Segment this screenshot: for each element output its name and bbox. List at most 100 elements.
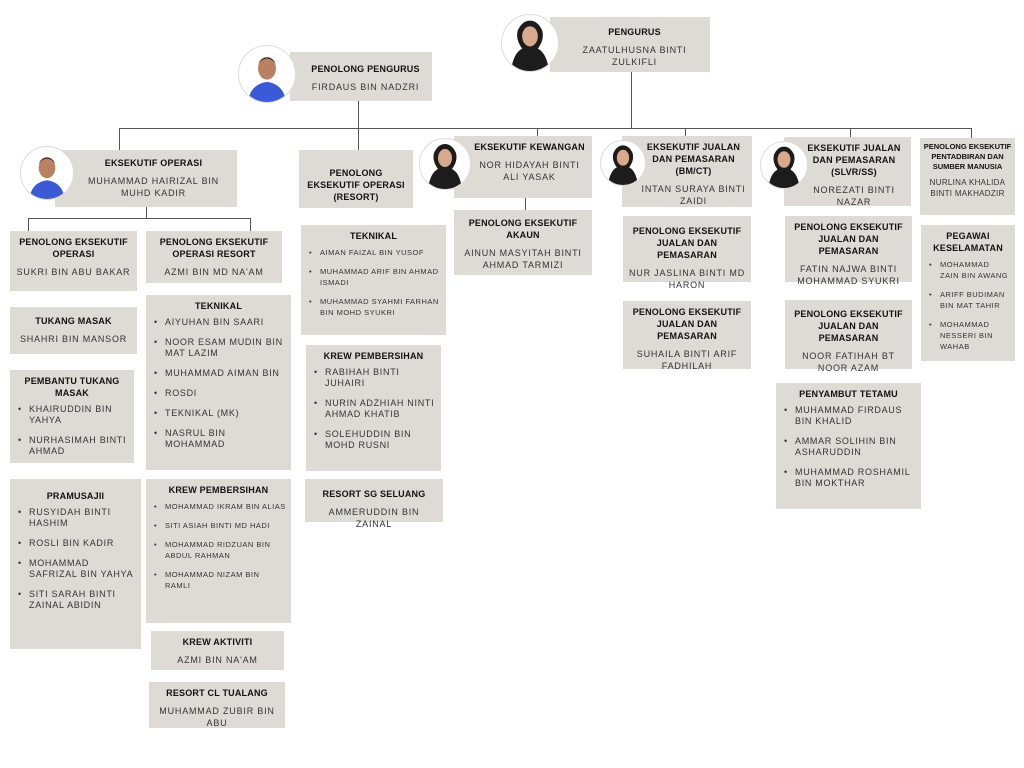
- staff-list: KHAIRUDDIN BIN YAHYA NURHASIMAH BINTI AHM…: [15, 404, 129, 457]
- list-item: ROSLI BIN KADIR: [15, 538, 136, 549]
- position-title: PENOLONG EKSEKUTIF PENTADBIRAN DAN SUMBE…: [923, 142, 1012, 171]
- list-item: MOHAMMAD ZAIN BIN AWANG: [926, 259, 1010, 281]
- list-item: SOLEHUDDIN BIN MOHD RUSNI: [311, 429, 436, 451]
- staff-photo: [600, 140, 646, 186]
- staff-list: RABIHAH BINTI JUHAIRI NURIN ADZHIAH NINTI…: [311, 367, 436, 451]
- position-title: PENOLONG EKSEKUTIF JUALAN DAN PEMASARAN: [632, 226, 742, 260]
- person-name: INTAN SURAYA BINTI ZAIDI: [641, 184, 746, 206]
- org-box-pejp-3: PENOLONG EKSEKUTIF JUALAN DAN PEMASARAN F…: [785, 216, 912, 286]
- position-title: PENOLONG EKSEKUTIF JUALAN DAN PEMASARAN: [794, 309, 903, 343]
- position-title: PEGAWAI KESELAMATAN: [933, 231, 1003, 253]
- list-item: ARIFF BUDIMAN BIN MAT TAHIR: [926, 289, 1010, 311]
- person-name: ZAATULHUSNA BINTI ZULKIFLI: [582, 45, 687, 67]
- position-title: EKSEKUTIF OPERASI: [104, 158, 203, 168]
- position-title: PENGURUS: [608, 27, 661, 37]
- list-item: RABIHAH BINTI JUHAIRI: [311, 367, 436, 389]
- org-box-resort-sg-seluang: RESORT SG SELUANG AMMERUDDIN BIN ZAINAL: [305, 479, 443, 529]
- list-item: MUHAMMAD FIRDAUS BIN KHALID: [781, 405, 916, 427]
- person-name: FIRDAUS BIN NADZRI: [311, 82, 420, 92]
- list-item: MUHAMMAD ARIF BIN AHMAD ISMADI: [306, 266, 441, 288]
- staff-list: AIMAN FAIZAL BIN YUSOF MUHAMMAD ARIF BIN …: [306, 247, 441, 318]
- org-box-teknikal-1: TEKNIKALAIYUHAN BIN SAARINOOR ESAM MUDIN…: [146, 295, 291, 470]
- org-box-krew-pembersihan-2: KREW PEMBERSIHAN RABIHAH BINTI JUHAIRI NUR…: [306, 345, 441, 471]
- staff-list: MOHAMMAD ZAIN BIN AWANG ARIFF BUDIMAN BIN…: [926, 259, 1010, 352]
- position-title: TUKANG MASAK: [35, 316, 112, 326]
- person-name: NOR HIDAYAH BINTI ALI YASAK: [479, 160, 580, 182]
- position-title: PEMBANTU TUKANG MASAK: [24, 376, 120, 398]
- position-title: TEKNIKAL: [349, 231, 398, 241]
- position-title: EKSEKUTIF KEWANGAN: [474, 142, 585, 152]
- position-title: KREW PEMBERSIHAN: [323, 351, 424, 361]
- position-title: PENOLONG PENGURUS: [311, 64, 420, 74]
- list-item: NURHASIMAH BINTI AHMAD: [15, 435, 129, 457]
- position-title: KREW AKTIVITI: [182, 637, 253, 647]
- connector-line: [28, 218, 250, 219]
- org-box-resort-cl-tualang: RESORT CL TUALANG MUHAMMAD ZUBIR BIN ABU: [149, 682, 285, 728]
- position-title: PENOLONG EKSEKUTIF JUALAN DAN PEMASARAN: [632, 307, 742, 341]
- list-item: MUHAMMAD ROSHAMIL BIN MOKTHAR: [781, 467, 916, 489]
- position-title: RESORT SG SELUANG: [322, 489, 426, 499]
- org-box-pembantu-tukang-masak: PEMBANTU TUKANG MASAK KHAIRUDDIN BIN YAHY…: [10, 370, 134, 463]
- person-name: MUHAMMAD ZUBIR BIN ABU: [159, 706, 275, 728]
- connector-line: [850, 128, 851, 137]
- list-item: KHAIRUDDIN BIN YAHYA: [15, 404, 129, 426]
- position-title: PENOLONG EKSEKUTIF OPERASI: [19, 237, 128, 259]
- position-title: PENOLONG EKSEKUTIF JUALAN DAN PEMASARAN: [794, 222, 903, 256]
- list-item: SITI SARAH BINTI ZAINAL ABIDIN: [15, 589, 136, 611]
- org-box-eksekutif-kewangan: EKSEKUTIF KEWANGAN NOR HIDAYAH BINTI ALI …: [454, 136, 592, 198]
- list-item: RUSYIDAH BINTI HASHIM: [15, 507, 136, 529]
- list-item: AMMAR SOLIHIN BIN ASHARUDDIN: [781, 436, 916, 458]
- org-box-tukang-masak: TUKANG MASAK SHAHRI BIN MANSOR: [10, 307, 137, 354]
- connector-line: [250, 218, 251, 231]
- connector-line: [119, 128, 120, 150]
- list-item: MUHAMMAD SYAHMI FARHAN BIN MOHD SYUKRI: [306, 296, 441, 318]
- position-title: PENOLONG EKSEKUTIF OPERASI (RESORT): [307, 168, 405, 202]
- list-item: NURIN ADZHIAH NINTI AHMAD KHATIB: [311, 398, 436, 420]
- org-box-pramusaji: PRAMUSAJII RUSYIDAH BINTI HASHIM ROSLI BIN…: [10, 479, 141, 649]
- person-name: AMMERUDDIN BIN ZAINAL: [328, 507, 420, 529]
- person-name: NURLINA KHALIDA BINTI MAKHADZIR: [929, 178, 1006, 198]
- org-box-pegawai-keselamatan: PEGAWAI KESELAMATAN MOHAMMAD ZAIN BIN AWA…: [921, 225, 1015, 361]
- list-item: NASRUL BIN MOHAMMAD: [151, 428, 286, 450]
- staff-list: MUHAMMAD FIRDAUS BIN KHALID AMMAR SOLIHIN…: [781, 405, 916, 489]
- list-item: SITI ASIAH BINTI MD HADI: [151, 520, 286, 531]
- person-name: MUHAMMAD HAIRIZAL BIN MUHD KADIR: [88, 176, 219, 198]
- person-name: AZMI BIN NA'AM: [177, 655, 258, 665]
- list-item: MOHAMMAD IKRAM BIN ALIAS: [151, 501, 286, 512]
- org-box-pengurus: PENGURUS ZAATULHUSNA BINTI ZULKIFLI: [550, 17, 710, 72]
- org-box-pe-pentadbiran: PENOLONG EKSEKUTIF PENTADBIRAN DAN SUMBE…: [920, 138, 1015, 215]
- connector-line: [631, 72, 632, 128]
- position-title: PENYAMBUT TETAMU: [799, 389, 898, 399]
- list-item: ROSDI: [151, 388, 286, 399]
- list-item: MOHAMMAD SAFRIZAL BIN YAHYA: [15, 558, 136, 580]
- list-item: MOHAMMAD NIZAM BIN RAMLI: [151, 569, 286, 591]
- org-box-penolong-pengurus: PENOLONG PENGURUS FIRDAUS BIN NADZRI: [290, 52, 432, 101]
- org-box-krew-aktiviti: KREW AKTIVITI AZMI BIN NA'AM: [151, 631, 284, 670]
- person-name: AINUN MASYITAH BINTI AHMAD TARMIZI: [464, 248, 582, 270]
- staff-list: RUSYIDAH BINTI HASHIM ROSLI BIN KADIR MOHA…: [15, 507, 136, 611]
- position-title: PRAMUSAJII: [46, 491, 105, 501]
- list-item: TEKNIKAL (MK): [151, 408, 286, 419]
- org-box-pe-operasi-resort-2: PENOLONG EKSEKUTIF OPERASI (RESORT): [299, 150, 413, 208]
- list-item: MOHAMMAD NESSERI BIN WAHAB: [926, 319, 1010, 352]
- connector-line: [971, 128, 972, 138]
- staff-photo: [20, 146, 74, 200]
- connector-line: [119, 128, 972, 129]
- staff-photo: [238, 45, 296, 103]
- list-item: NOOR ESAM MUDIN BIN MAT LAZIM: [151, 337, 286, 359]
- person-name: NOREZATI BINTI NAZAR: [813, 185, 895, 207]
- org-box-eksekutif-operasi: EKSEKUTIF OPERASI MUHAMMAD HAIRIZAL BIN M…: [55, 150, 237, 207]
- staff-photo: [501, 14, 559, 72]
- person-name: SHAHRI BIN MANSOR: [19, 334, 128, 344]
- connector-line: [525, 198, 526, 210]
- person-name: FATIN NAJWA BINTI MOHAMMAD SYUKRI: [797, 264, 900, 286]
- position-title: RESORT CL TUALANG: [166, 688, 268, 698]
- list-item: MUHAMMAD AIMAN BIN: [151, 368, 286, 379]
- person-name: NUR JASLINA BINTI MD HARON: [628, 268, 745, 290]
- staff-photo: [760, 141, 808, 189]
- list-item: AIMAN FAIZAL BIN YUSOF: [306, 247, 441, 258]
- org-box-penyambut-tetamu: PENYAMBUT TETAMU MUHAMMAD FIRDAUS BIN KHA…: [776, 383, 921, 509]
- staff-list: AIYUHAN BIN SAARINOOR ESAM MUDIN BIN MAT…: [151, 317, 286, 450]
